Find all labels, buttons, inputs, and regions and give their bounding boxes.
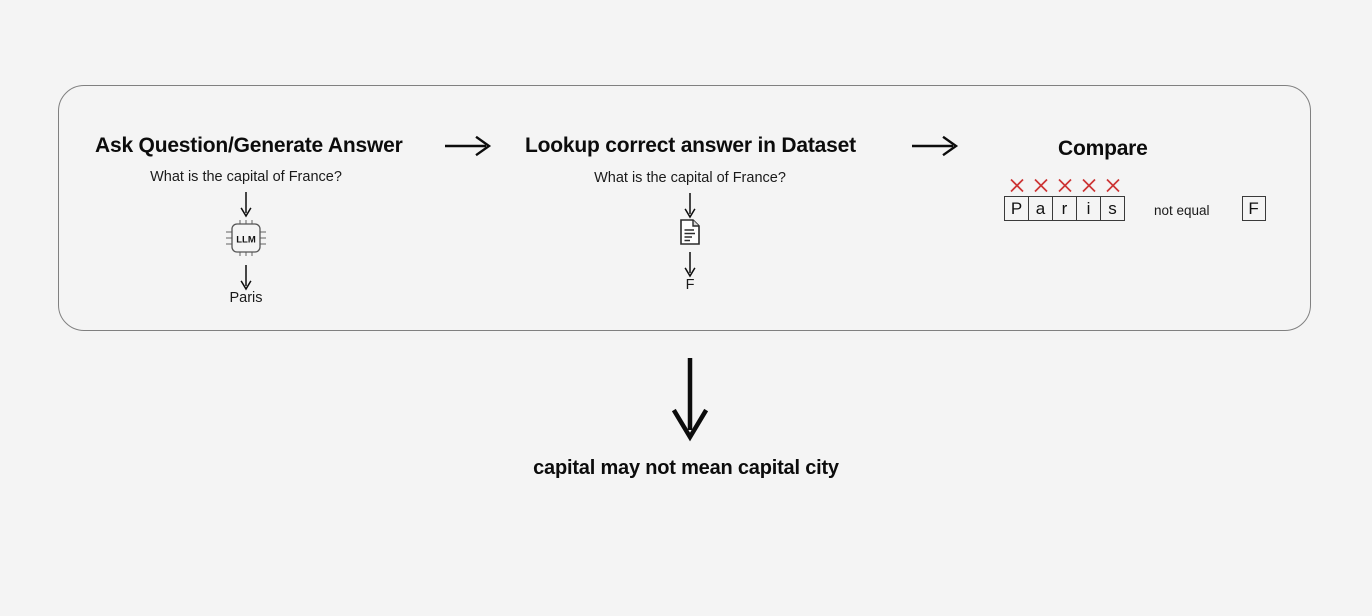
cross-icon [1056, 177, 1073, 194]
pipeline-panel [58, 85, 1311, 331]
down-arrow-large-icon [664, 358, 716, 442]
down-arrow-icon [683, 192, 697, 219]
down-arrow-icon [239, 191, 253, 218]
cross-icon [1032, 177, 1049, 194]
cross-icon [1008, 177, 1025, 194]
stage-title-lookup: Lookup correct answer in Dataset [525, 134, 856, 157]
letter-glyph: P [1010, 198, 1023, 218]
flow-column-lookup: What is the capital of France? [540, 170, 840, 294]
predicted-answer-letters: P a r [1004, 178, 1125, 221]
chip-label: LLM [236, 234, 256, 245]
chip-icon: LLM [224, 218, 268, 263]
ask-output-text: Paris [229, 289, 263, 306]
down-arrow-icon [683, 251, 697, 278]
right-arrow-icon [911, 134, 959, 158]
flow-column-ask: What is the capital of France? [96, 169, 396, 307]
letter-glyph: i [1086, 198, 1091, 218]
letter-cell: a [1028, 178, 1053, 221]
down-arrow-icon [239, 264, 253, 291]
cross-icon [1104, 177, 1121, 194]
right-arrow-icon [444, 134, 492, 158]
letter-glyph: s [1108, 198, 1117, 218]
letter-glyph: r [1061, 198, 1068, 218]
conclusion-text: capital may not mean capital city [533, 457, 839, 479]
cross-icon [1080, 177, 1097, 194]
letter-glyph: a [1035, 198, 1046, 218]
letter-cell: P [1004, 178, 1029, 221]
letter-cell: i [1076, 178, 1101, 221]
relation-label: not equal [1154, 203, 1210, 218]
compare-block: P a r [1004, 178, 1266, 221]
letter-cell: s [1100, 178, 1125, 221]
letter-glyph: F [1248, 198, 1259, 218]
document-icon [679, 219, 701, 250]
ask-prompt-text: What is the capital of France? [150, 169, 342, 185]
lookup-prompt-text: What is the capital of France? [594, 170, 786, 186]
stage-title-ask: Ask Question/Generate Answer [95, 134, 403, 157]
letter-cell: r [1052, 178, 1077, 221]
lookup-output-text: F [685, 276, 695, 293]
expected-answer-cell: F [1241, 196, 1266, 221]
stage-title-compare: Compare [1058, 137, 1148, 160]
